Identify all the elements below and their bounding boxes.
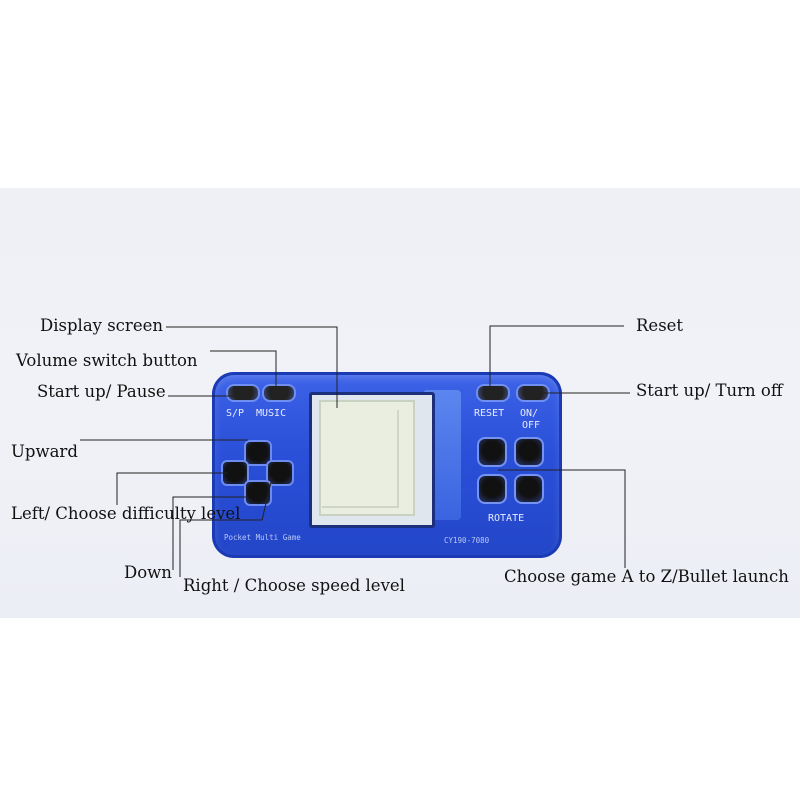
- leader-right: [179, 477, 273, 577]
- leader-down: [172, 496, 248, 570]
- leader-left: [116, 472, 228, 505]
- display-screen: [319, 400, 415, 516]
- leader-choose-game: [498, 469, 626, 568]
- rotate-button[interactable]: [514, 474, 544, 504]
- reset-button[interactable]: [476, 384, 510, 402]
- label-volume-switch: Volume switch button: [16, 351, 198, 370]
- start-pause-button[interactable]: [226, 384, 260, 402]
- direction-pad: [221, 440, 294, 506]
- model-label: CY190-7080: [444, 536, 490, 545]
- display-screen-inner: [322, 410, 399, 508]
- leader-reset: [489, 325, 624, 390]
- rotate-label: ROTATE: [488, 513, 525, 524]
- action-button-top-right[interactable]: [514, 437, 544, 467]
- label-display-screen: Display screen: [40, 316, 163, 335]
- action-button-top-left[interactable]: [477, 437, 507, 467]
- on-label: ON/: [520, 408, 539, 419]
- leader-volume-switch: [210, 350, 277, 390]
- reset-label: RESET: [474, 408, 505, 419]
- action-button-bottom-left[interactable]: [477, 474, 507, 504]
- dpad-right-button[interactable]: [266, 460, 294, 486]
- off-label: OFF: [522, 420, 541, 431]
- label-start-pause: Start up/ Pause: [37, 382, 166, 401]
- dpad-down-button[interactable]: [244, 480, 272, 506]
- label-down: Down: [124, 563, 172, 582]
- sp-label: S/P: [226, 408, 245, 419]
- music-button[interactable]: [262, 384, 296, 402]
- label-choose-game: Choose game A to Z/Bullet launch: [504, 567, 789, 586]
- leader-display-screen: [166, 326, 338, 408]
- label-upward: Upward: [11, 442, 78, 461]
- label-right-speed: Right / Choose speed level: [183, 576, 405, 595]
- music-label: MUSIC: [256, 408, 287, 419]
- label-left-difficulty: Left/ Choose difficulty level: [11, 504, 241, 523]
- label-reset: Reset: [636, 316, 684, 335]
- brand-label: Pocket Multi Game: [224, 533, 301, 542]
- label-start-turnoff: Start up/ Turn off: [636, 381, 783, 400]
